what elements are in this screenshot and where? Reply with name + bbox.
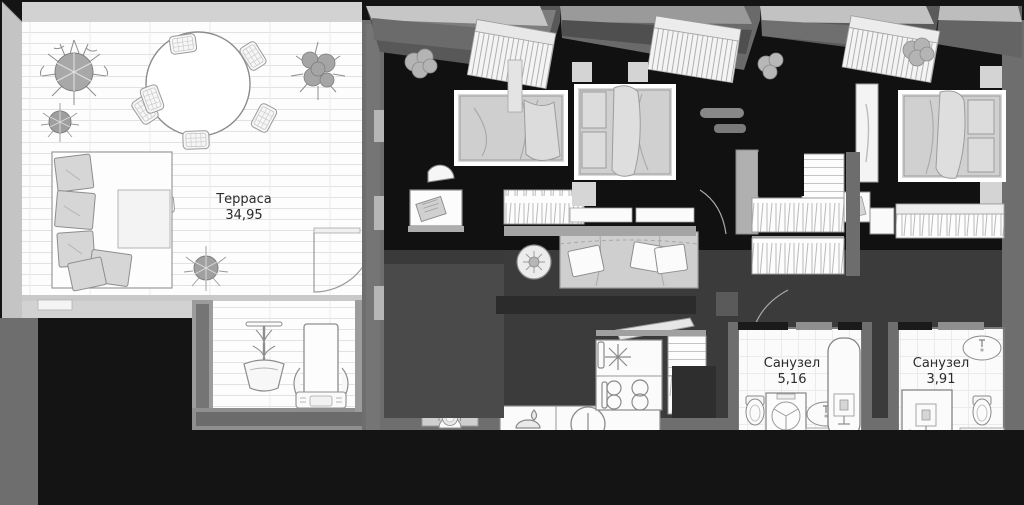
roof-plant-left xyxy=(404,48,438,79)
scooter xyxy=(243,321,285,392)
hallway-wardrobes xyxy=(735,149,860,276)
room-label-terrace: Терраса 34,95 xyxy=(194,192,294,225)
room-area-terrace: 34,95 xyxy=(225,208,263,224)
living-room xyxy=(504,182,789,329)
planter-small xyxy=(40,103,80,142)
planter-large xyxy=(39,39,109,105)
extractor-icon xyxy=(597,341,631,370)
exterior-dark-bottom xyxy=(192,430,1024,505)
room-area-bathroom-2: 3,91 xyxy=(926,372,956,388)
coffee-table xyxy=(516,244,552,280)
corridor-accents xyxy=(384,250,744,476)
bedroom-center xyxy=(507,59,746,180)
lounge-chair xyxy=(293,323,349,409)
terrace-step xyxy=(37,299,73,311)
bedroom-right xyxy=(843,66,1006,239)
roof-plant-right xyxy=(902,37,935,67)
room-name-terrace: Терраса xyxy=(216,192,272,207)
room-label-bathroom-1: Санузел 5,16 xyxy=(742,356,842,389)
exterior-wall-left xyxy=(0,318,38,505)
room-label-bathroom-2: Санузел 3,91 xyxy=(891,356,991,389)
cooktop-burners xyxy=(601,379,649,411)
outdoor-sofa xyxy=(51,151,173,292)
room-name-bathroom-1: Санузел xyxy=(763,356,821,371)
round-dining-table xyxy=(145,31,251,137)
kitchen-sink-icon xyxy=(515,409,541,429)
bedroom-left xyxy=(408,90,585,232)
planter-mid xyxy=(183,246,229,291)
room-area-bathroom-1: 5,16 xyxy=(777,372,807,388)
planter-right xyxy=(290,41,346,100)
room-name-bathroom-2: Санузел xyxy=(912,356,970,371)
roof-plant-center xyxy=(757,52,784,80)
